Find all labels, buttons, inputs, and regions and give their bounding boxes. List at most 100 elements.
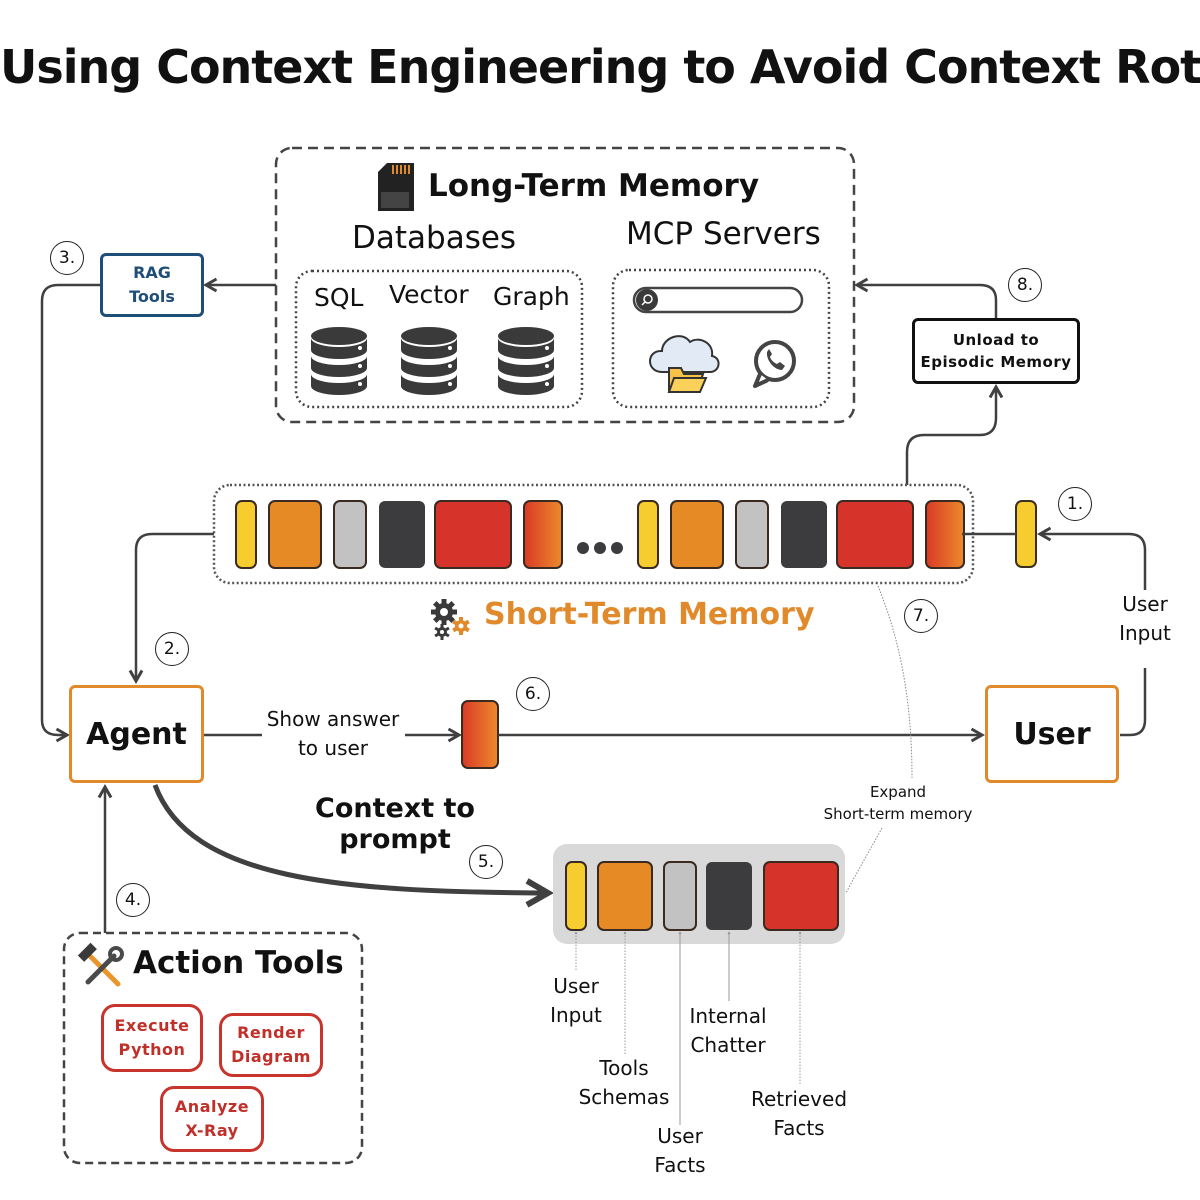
cloud-folder-icon <box>649 335 720 393</box>
stm-block-tools-schemas <box>268 500 322 569</box>
context-block-user-facts <box>663 861 697 931</box>
ctx-label-line1: Tools <box>599 1056 649 1080</box>
expand-stm-label: Expand Short-term memory <box>818 781 978 825</box>
stm-block-internal-chatter <box>379 501 425 568</box>
sd-card-icon <box>378 163 414 211</box>
mcp-servers-container <box>611 268 831 409</box>
unload-line1: Unload to <box>952 331 1040 349</box>
stm-block-user-facts <box>735 500 769 569</box>
context-line2: prompt <box>339 824 451 855</box>
ctx-label-line2: Facts <box>654 1153 706 1177</box>
ctx-label-line2: Input <box>550 1003 602 1027</box>
tool-line2: Diagram <box>231 1047 311 1066</box>
ctx-label-line1: User <box>657 1124 703 1148</box>
edge-user-to-stm <box>1120 668 1147 737</box>
rag-tools-box[interactable]: RAG Tools <box>100 253 204 317</box>
rag-tools-line2: Tools <box>129 287 175 306</box>
db-label-graph: Graph <box>493 282 570 311</box>
context-block-retrieved-facts <box>763 861 839 931</box>
ctx-label-line2: Schemas <box>578 1085 670 1109</box>
stm-block-user-input <box>235 500 257 569</box>
edge-rag-to-agent <box>40 283 100 743</box>
tool-line1: Execute <box>114 1016 190 1035</box>
whatsapp-icon <box>753 340 796 388</box>
edge-stm-to-unload <box>905 383 1004 485</box>
user-node[interactable]: User <box>985 685 1119 783</box>
long-term-memory-title: Long-Term Memory <box>428 168 760 204</box>
stm-block-tools-schemas <box>670 500 724 569</box>
ctx-label-line1: Internal <box>689 1004 767 1028</box>
edge-context-to-prompt <box>152 784 555 908</box>
gears-icon <box>428 598 476 647</box>
expand-line1: Expand <box>869 783 927 801</box>
ellipsis <box>577 542 623 554</box>
db-label-sql: SQL <box>314 283 364 312</box>
agent-node[interactable]: Agent <box>69 685 204 783</box>
tool-line2: X-Ray <box>185 1121 239 1140</box>
context-to-prompt-label: Context to prompt <box>305 793 485 855</box>
context-block-user-input <box>565 861 587 931</box>
step-2: 2. <box>155 632 189 666</box>
answer-block <box>461 700 499 769</box>
show-answer-line1: Show answer <box>266 707 400 731</box>
stm-block-internal-chatter <box>781 501 827 568</box>
step-5: 5. <box>469 845 503 879</box>
stm-block-answer <box>523 500 563 569</box>
search-bar[interactable] <box>632 286 804 314</box>
step-8: 8. <box>1008 268 1042 302</box>
mcp-servers-title: MCP Servers <box>626 216 821 252</box>
step-6: 6. <box>516 677 550 711</box>
ctx-label-line1: Retrieved <box>750 1087 848 1111</box>
ctx-label-line2: Facts <box>773 1116 825 1140</box>
show-answer-label: Show answer to user <box>263 705 403 763</box>
tool-line2: Python <box>118 1040 186 1059</box>
tool-line1: Analyze <box>174 1097 250 1116</box>
context-line1: Context to <box>315 793 475 824</box>
context-block-tools-schemas <box>597 861 653 931</box>
step-7: 7. <box>904 599 938 633</box>
step-4: 4. <box>116 883 150 917</box>
databases-title: Databases <box>352 220 517 256</box>
page-title: Using Context Engineering to Avoid Conte… <box>0 40 1200 94</box>
database-icon <box>311 327 367 395</box>
tool-line1: Render <box>237 1023 305 1042</box>
hammer-wrench-icon <box>77 942 124 987</box>
stm-block-answer <box>925 500 965 569</box>
databases-container <box>294 269 584 409</box>
expand-line2: Short-term memory <box>823 805 973 823</box>
show-answer-line2: to user <box>297 736 369 760</box>
edge-expand-stm <box>877 585 913 779</box>
db-label-vector: Vector <box>389 280 469 309</box>
edge-stm-to-agent <box>128 532 214 685</box>
rag-tools-line1: RAG <box>133 263 171 282</box>
stm-block-retrieved-facts <box>434 500 512 569</box>
context-block-internal-chatter <box>706 862 752 930</box>
database-icon <box>401 327 457 395</box>
user-input-line1: User <box>1122 592 1168 616</box>
incoming-user-input-block <box>1015 500 1037 568</box>
stm-block-user-input <box>637 500 659 569</box>
user-label: User <box>1013 716 1091 752</box>
action-tools-title: Action Tools <box>133 945 344 981</box>
stm-block-user-facts <box>333 500 367 569</box>
search-icon <box>636 289 658 311</box>
user-input-line2: Input <box>1119 621 1171 645</box>
user-input-edge-label: User Input <box>1110 590 1180 648</box>
stm-block-retrieved-facts <box>836 500 914 569</box>
step-3: 3. <box>50 241 84 275</box>
action-tools-container <box>62 931 364 1165</box>
ctx-label-line1: User <box>553 974 599 998</box>
ctx-label-line2: Chatter <box>690 1033 766 1057</box>
agent-label: Agent <box>86 716 187 752</box>
database-icon <box>498 327 554 395</box>
step-1: 1. <box>1058 487 1092 521</box>
